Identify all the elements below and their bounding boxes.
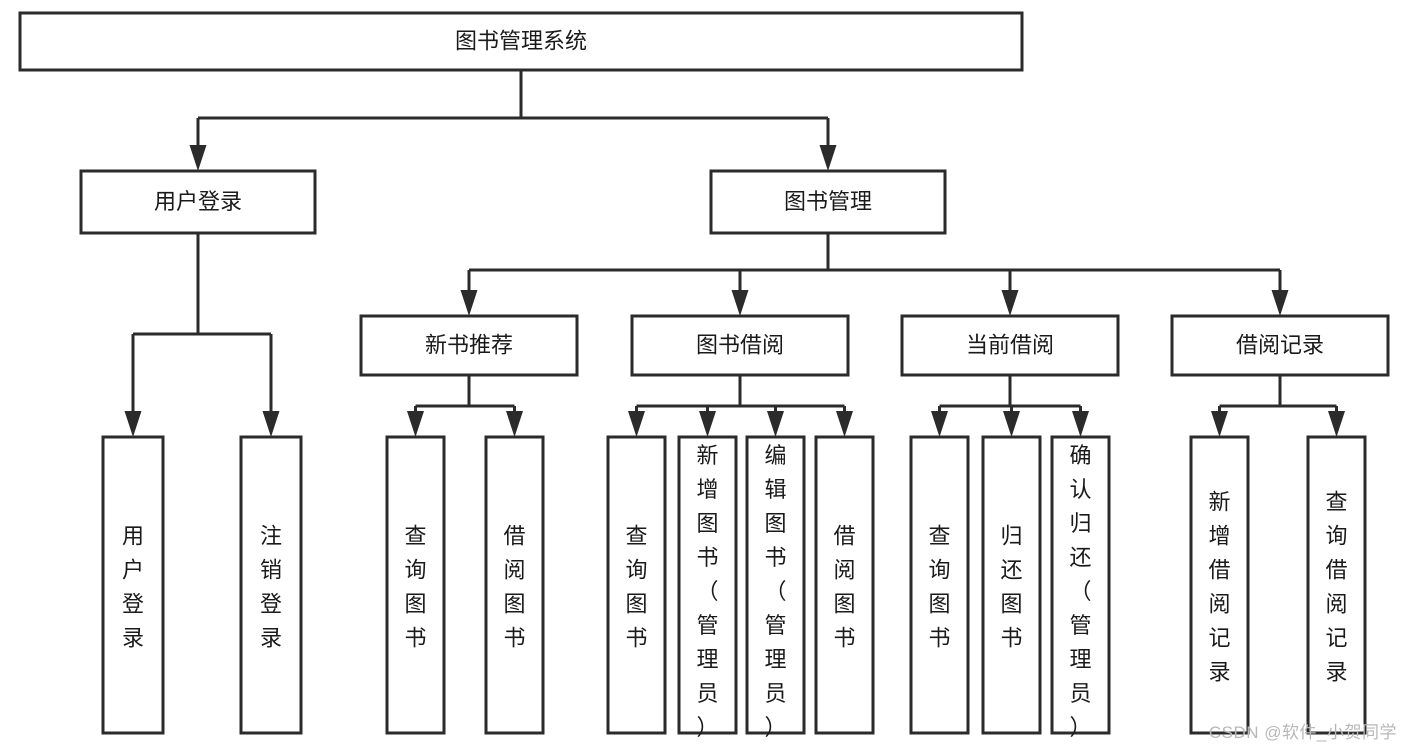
connector-group-book_borrow [628, 375, 853, 437]
arrow-head-icon [262, 411, 280, 437]
connector-group-book_manage [460, 233, 1289, 316]
node-book_borrow-box[interactable] [630, 314, 850, 377]
node-root-box[interactable] [18, 11, 1024, 72]
arrow-head-icon [506, 411, 523, 437]
arrow-head-icon [1211, 411, 1228, 437]
node-leaf_query_book_1-label: 查询图书 [404, 524, 426, 651]
node-leaf_confirm_return-label: 确认归还（管理员） [1069, 443, 1091, 740]
node-book_manage[interactable]: 图书管理 [709, 169, 947, 235]
node-leaf_add_record-box[interactable] [1189, 435, 1250, 735]
arrow-head-icon [407, 411, 424, 437]
node-leaf_user_logout-label: 注销登录 [260, 524, 282, 651]
node-leaf_query_book_3[interactable]: 查询图书 [909, 435, 970, 735]
arrow-head-icon [731, 290, 749, 316]
connector-group-new_book_rec [407, 375, 523, 437]
node-leaf_return_book-label: 归还图书 [1000, 524, 1022, 651]
node-leaf_query_book_1[interactable]: 查询图书 [385, 435, 446, 735]
node-leaf_borrow_book_1-label: 借阅图书 [503, 524, 525, 651]
node-book_manage-box[interactable] [709, 169, 947, 235]
connector-group-borrow_record [1211, 375, 1345, 437]
arrow-head-icon [628, 411, 645, 437]
node-user_login-label: 用户登录 [154, 189, 242, 214]
node-book_borrow-label: 图书借阅 [696, 332, 784, 357]
node-leaf_query_book_3-label: 查询图书 [928, 524, 950, 651]
node-user_login[interactable]: 用户登录 [79, 169, 317, 235]
node-new_book_rec-label: 新书推荐 [425, 332, 513, 357]
node-borrow_record[interactable]: 借阅记录 [1170, 314, 1390, 377]
node-leaf_add_book-label: 新增图书（管理员） [696, 443, 718, 740]
node-current_borrow-label: 当前借阅 [966, 332, 1054, 357]
arrow-head-icon [931, 411, 948, 437]
node-leaf_query_book_1-box[interactable] [385, 435, 446, 735]
node-leaf_confirm_return-box[interactable] [1050, 435, 1111, 735]
node-leaf_user_login-label: 用户登录 [122, 524, 144, 651]
node-book_borrow[interactable]: 图书借阅 [630, 314, 850, 377]
node-leaf_add_book-box[interactable] [677, 435, 738, 735]
connector-group-root [189, 70, 837, 171]
node-borrow_record-box[interactable] [1170, 314, 1390, 377]
arrow-head-icon [460, 290, 478, 316]
node-leaf_borrow_book_1[interactable]: 借阅图书 [484, 435, 545, 735]
node-leaf_query_record-label: 查询借阅记录 [1325, 490, 1347, 685]
node-leaf_user_login-box[interactable] [101, 435, 165, 735]
arrow-head-icon [1001, 290, 1019, 316]
arrow-head-icon [1003, 411, 1020, 437]
node-user_login-box[interactable] [79, 169, 317, 235]
arrow-head-icon [699, 411, 716, 437]
node-leaf_user_login[interactable]: 用户登录 [101, 435, 165, 735]
connector-group-user_login [124, 233, 280, 437]
node-leaf_return_book[interactable]: 归还图书 [981, 435, 1042, 735]
node-leaf_add_record[interactable]: 新增借阅记录 [1189, 435, 1250, 735]
node-leaf_query_record-box[interactable] [1306, 435, 1367, 735]
node-root[interactable]: 图书管理系统 [18, 11, 1024, 72]
node-leaf_query_book_3-box[interactable] [909, 435, 970, 735]
node-borrow_record-label: 借阅记录 [1236, 332, 1324, 357]
arrow-head-icon [189, 145, 207, 171]
node-leaf_user_logout-box[interactable] [239, 435, 303, 735]
node-leaf_return_book-box[interactable] [981, 435, 1042, 735]
node-current_borrow-box[interactable] [900, 314, 1120, 377]
node-leaf_user_logout[interactable]: 注销登录 [239, 435, 303, 735]
node-leaf_borrow_book_1-box[interactable] [484, 435, 545, 735]
arrow-head-icon [836, 411, 853, 437]
arrow-head-icon [1271, 290, 1289, 316]
connector-group-current_borrow [931, 375, 1089, 437]
arrow-head-icon [1072, 411, 1089, 437]
node-leaf_query_record[interactable]: 查询借阅记录 [1306, 435, 1367, 735]
node-leaf_edit_book-box[interactable] [745, 435, 806, 735]
node-leaf_add_book[interactable]: 新增图书（管理员） [677, 435, 738, 740]
node-new_book_rec-box[interactable] [359, 314, 579, 377]
node-leaf_borrow_book_2-label: 借阅图书 [833, 524, 855, 651]
node-leaf_add_record-label: 新增借阅记录 [1208, 490, 1230, 685]
node-current_borrow[interactable]: 当前借阅 [900, 314, 1120, 377]
arrow-head-icon [819, 145, 837, 171]
node-leaf_borrow_book_2-box[interactable] [814, 435, 875, 735]
node-leaf_edit_book[interactable]: 编辑图书（管理员） [745, 435, 806, 740]
node-leaf_query_book_2[interactable]: 查询图书 [606, 435, 667, 735]
node-leaf_borrow_book_2[interactable]: 借阅图书 [814, 435, 875, 735]
node-leaf_query_book_2-label: 查询图书 [625, 524, 647, 651]
node-book_manage-label: 图书管理 [784, 189, 872, 214]
node-new_book_rec[interactable]: 新书推荐 [359, 314, 579, 377]
node-leaf_edit_book-label: 编辑图书（管理员） [764, 443, 786, 740]
arrow-head-icon [124, 411, 142, 437]
node-leaf_query_book_2-box[interactable] [606, 435, 667, 735]
node-leaf_confirm_return[interactable]: 确认归还（管理员） [1050, 435, 1111, 740]
arrow-head-icon [1328, 411, 1345, 437]
arrow-head-icon [767, 411, 784, 437]
node-root-label: 图书管理系统 [455, 28, 587, 53]
